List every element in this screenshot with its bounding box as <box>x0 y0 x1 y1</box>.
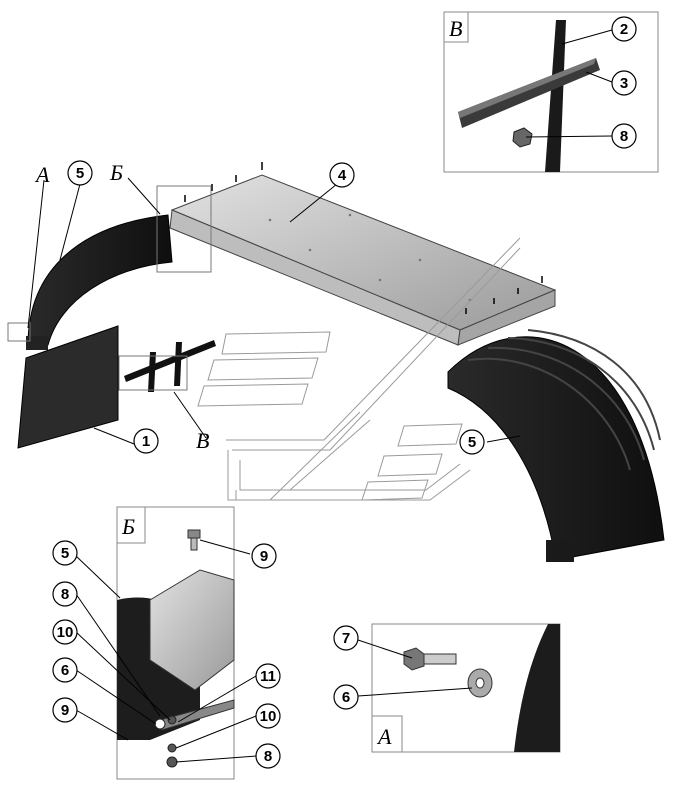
nut-icon <box>512 127 533 148</box>
callout-2: 2 <box>611 16 637 42</box>
fender-ribs <box>467 329 661 471</box>
view-letter-b: Б <box>109 160 123 185</box>
svg-text:5: 5 <box>468 434 476 451</box>
svg-text:9: 9 <box>61 702 69 719</box>
bolt-icon-a <box>403 647 457 671</box>
svg-text:10: 10 <box>260 708 277 725</box>
svg-text:5: 5 <box>76 165 84 182</box>
svg-text:10: 10 <box>57 624 74 641</box>
bracket-set <box>124 340 216 392</box>
fender-edge-detail <box>514 624 560 752</box>
inset-v-label: В <box>449 16 462 41</box>
inset-a-label: А <box>376 724 392 749</box>
callout-8-inset-b-right: 8 <box>255 743 281 769</box>
callout-8-inset-b-left: 8 <box>52 581 78 607</box>
callout-5-right: 5 <box>459 429 485 455</box>
platform-bolts <box>184 162 543 314</box>
callout-9-top: 9 <box>251 543 277 569</box>
callout-3: 3 <box>611 70 637 96</box>
callout-group: 2 3 8 4 5 1 5 9 <box>52 16 637 769</box>
svg-text:6: 6 <box>342 689 350 706</box>
svg-text:11: 11 <box>260 668 276 685</box>
callout-6-right: 6 <box>333 684 359 710</box>
callout-1: 1 <box>133 428 159 454</box>
callout-5-left: 5 <box>67 160 93 186</box>
svg-text:8: 8 <box>620 128 628 145</box>
callout-6-left: 6 <box>52 657 78 683</box>
detail-v-region <box>118 355 188 391</box>
washer-icon <box>154 718 166 730</box>
inset-view-a: А <box>357 623 561 753</box>
svg-text:9: 9 <box>260 548 268 565</box>
inset-a-label-box <box>371 715 403 753</box>
chassis-outline <box>197 237 521 501</box>
svg-text:7: 7 <box>342 630 350 647</box>
mudflap <box>17 325 119 449</box>
washer-icon-b2 <box>167 743 177 753</box>
fender-right <box>447 336 665 561</box>
inset-b-label-box <box>116 506 146 544</box>
svg-text:6: 6 <box>61 662 69 679</box>
inset-b-label: Б <box>121 514 135 539</box>
detail-b-region <box>156 185 212 273</box>
main-assembly <box>7 162 665 562</box>
fender-left <box>27 214 173 346</box>
inset-v-label-box <box>443 11 469 43</box>
callout-11: 11 <box>255 663 281 689</box>
svg-text:1: 1 <box>142 433 150 450</box>
strap-vertical <box>545 20 566 172</box>
bolt-icon <box>187 529 201 551</box>
callout-10-left: 10 <box>52 619 78 645</box>
inset-view-b: Б <box>75 506 257 780</box>
callout-7: 7 <box>333 625 359 651</box>
svg-text:2: 2 <box>620 21 628 38</box>
callout-10-right: 10 <box>255 703 281 729</box>
callout-9-bottom: 9 <box>52 697 78 723</box>
svg-text:8: 8 <box>61 586 69 603</box>
svg-text:3: 3 <box>620 75 628 92</box>
view-letter-a: А <box>34 162 50 187</box>
detail-a-region <box>7 322 31 342</box>
nut-icon-b2 <box>166 756 178 768</box>
platform-corner <box>149 569 235 691</box>
view-letter-v: В <box>196 428 209 453</box>
callout-4: 4 <box>329 162 355 188</box>
svg-text:8: 8 <box>264 748 272 765</box>
nut-icon-b1 <box>167 715 177 725</box>
svg-text:5: 5 <box>61 545 69 562</box>
svg-text:4: 4 <box>338 167 347 184</box>
callout-5-inset-b: 5 <box>52 540 78 566</box>
callout-8-inset-v: 8 <box>611 123 637 149</box>
